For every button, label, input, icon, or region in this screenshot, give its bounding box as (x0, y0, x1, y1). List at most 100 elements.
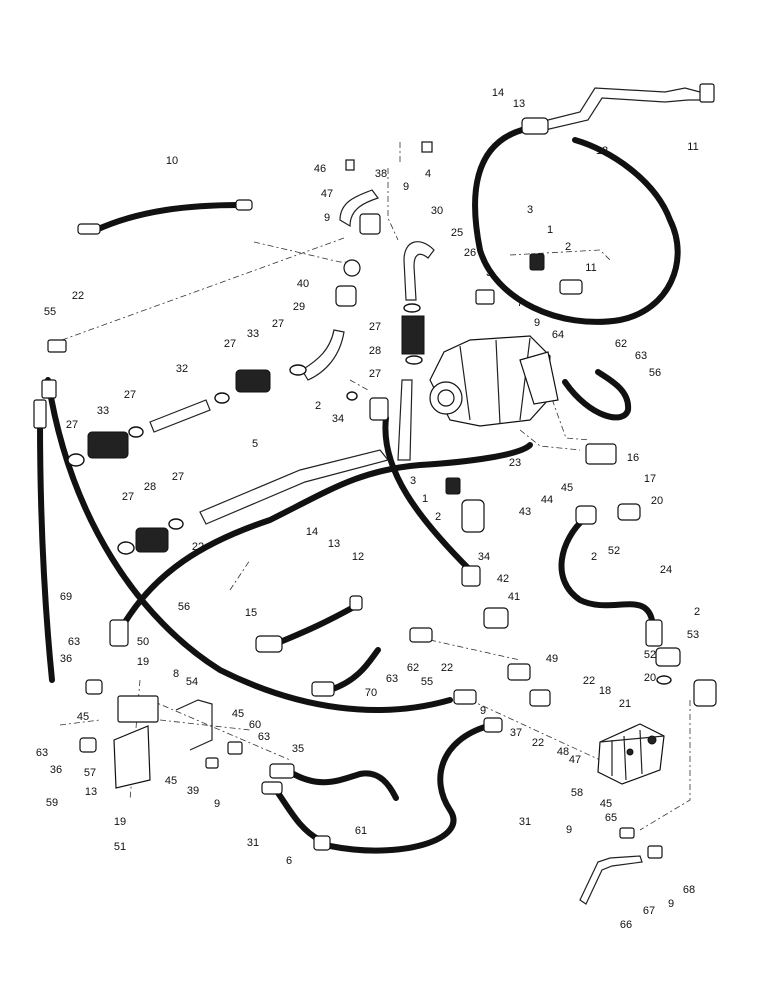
callout-27: 27 (66, 419, 78, 431)
callout-52: 52 (644, 649, 656, 661)
callout-3: 3 (410, 475, 416, 487)
fittings (33, 83, 717, 859)
fitting-49 (507, 663, 531, 681)
callout-22: 22 (72, 290, 84, 302)
callout-58: 58 (571, 787, 583, 799)
callout-14: 14 (306, 526, 318, 538)
callout-6: 6 (286, 855, 292, 867)
callout-56: 56 (178, 601, 190, 613)
fitting-40-body (335, 285, 357, 307)
fitting-11-end (559, 279, 583, 295)
callout-69: 69 (60, 591, 72, 603)
hose-15 (272, 605, 355, 647)
callout-33: 33 (247, 328, 259, 340)
fitting-55-collar (41, 379, 57, 399)
callout-9: 9 (480, 705, 486, 717)
hose-31-right (327, 723, 491, 854)
callout-50: 50 (137, 636, 149, 648)
tube-11 (539, 87, 701, 123)
fitting-68 (647, 845, 663, 859)
fitting-69-top (33, 399, 47, 429)
hose-10 (93, 202, 243, 233)
fitting-46 (345, 159, 355, 171)
callout-49: 49 (546, 653, 558, 665)
callout-28: 28 (144, 481, 156, 493)
callout-56: 56 (649, 367, 661, 379)
clamp-27-b (405, 355, 423, 365)
tube-32 (149, 399, 211, 433)
callout-31: 31 (519, 816, 531, 828)
assembly-reference-lines (59, 140, 691, 831)
hose-56-upper (112, 442, 533, 643)
callout-48: 48 (557, 746, 569, 758)
tube-47 (339, 189, 379, 228)
clamp-27-d (214, 392, 230, 404)
callout-13: 13 (328, 538, 340, 550)
callout-27: 27 (272, 318, 284, 330)
tube-29 (301, 329, 345, 381)
fitting-53 (693, 679, 717, 707)
fitting-11-nut (699, 83, 715, 103)
callout-42: 42 (497, 573, 509, 585)
hose-28-lower (135, 527, 169, 553)
callout-68: 68 (683, 884, 695, 896)
callout-10: 10 (166, 155, 178, 167)
callout-9: 9 (324, 212, 330, 224)
callout-39: 39 (187, 785, 199, 797)
callout-2: 2 (694, 606, 700, 618)
callout-12: 12 (596, 145, 608, 157)
callout-45: 45 (600, 798, 612, 810)
callout-9: 9 (214, 798, 220, 810)
callout-22: 22 (192, 541, 204, 553)
fitting-34-top (369, 397, 389, 421)
clamp-27-e (128, 426, 144, 438)
clamp-27-c (289, 364, 307, 376)
callout-63: 63 (68, 636, 80, 648)
fitting-36-lower (79, 737, 97, 753)
hose-end-10-left (77, 223, 101, 235)
hose-28-upper (401, 315, 425, 355)
control-valve-58 (597, 723, 665, 785)
callout-5: 5 (252, 438, 258, 450)
callout-7: 7 (517, 297, 523, 309)
callout-67: 67 (643, 905, 655, 917)
callout-4: 4 (425, 168, 431, 180)
callout-63: 63 (258, 731, 270, 743)
callout-66: 66 (620, 919, 632, 931)
callout-29: 29 (293, 301, 305, 313)
oring-20 (656, 675, 672, 685)
callout-45: 45 (561, 482, 573, 494)
callout-34: 34 (478, 551, 490, 563)
callout-1: 1 (422, 493, 428, 505)
fitting-34-bottom (461, 565, 481, 587)
clamp-27-f (67, 453, 85, 467)
fitting-38 (359, 213, 381, 235)
callout-57: 57 (84, 767, 96, 779)
fitting-24-top (575, 505, 597, 525)
callout-63: 63 (635, 350, 647, 362)
tube-11-inner (544, 97, 702, 131)
callout-1: 1 (547, 224, 553, 236)
callout-19: 19 (137, 656, 149, 668)
fitting-37 (529, 689, 551, 707)
callout-2: 2 (565, 241, 571, 253)
washer-2 (346, 391, 358, 401)
hose-69 (37, 417, 55, 683)
fitting-70-left (311, 681, 335, 697)
clamp-27-a (403, 303, 421, 313)
callout-47: 47 (569, 754, 581, 766)
callout-26: 26 (464, 247, 476, 259)
callout-2: 2 (315, 400, 321, 412)
callout-21: 21 (619, 698, 631, 710)
callout-2: 2 (435, 511, 441, 523)
pump-bracket (519, 351, 559, 405)
fitting-4 (421, 141, 433, 153)
callout-45: 45 (165, 775, 177, 787)
callout-27: 27 (122, 491, 134, 503)
callout-22: 22 (532, 737, 544, 749)
hose-11 (472, 125, 681, 325)
callout-9: 9 (403, 181, 409, 193)
callout-22: 22 (441, 662, 453, 674)
clamp-27-h (117, 541, 135, 555)
